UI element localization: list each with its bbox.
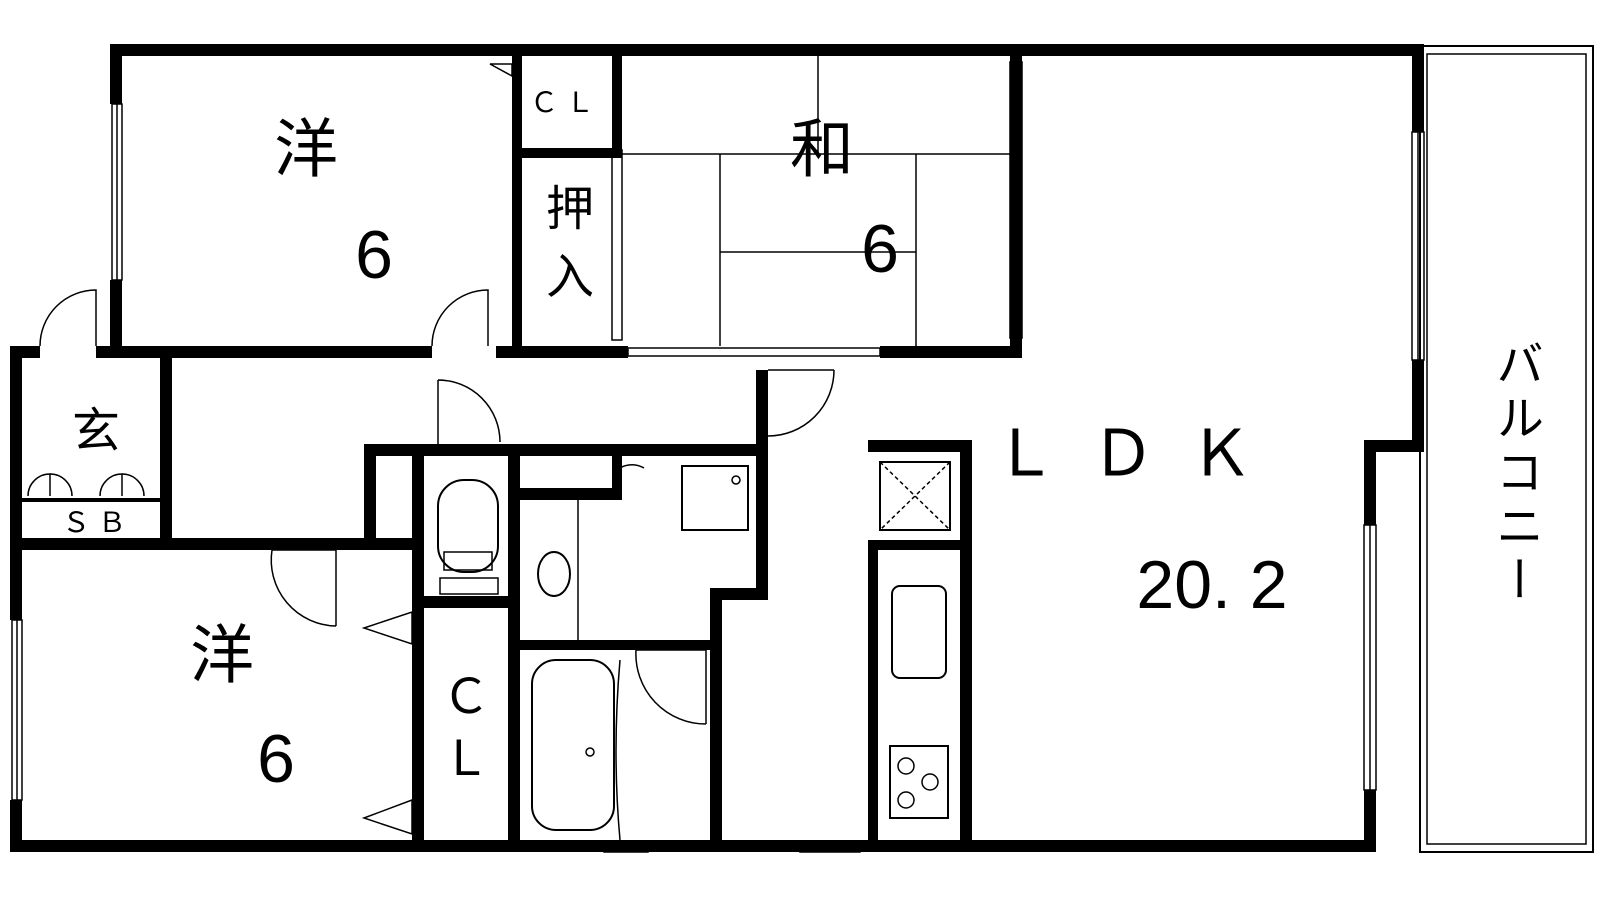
ldk-label: ＬＤＫ: [993, 418, 1287, 492]
shoe-box-label: ＳＢ: [62, 506, 134, 539]
ldk-size: 20. 2: [1136, 547, 1287, 623]
refrigerator: [879, 461, 951, 531]
closet-bottom-label-line1: Ｃ: [442, 669, 490, 725]
doors: [39, 63, 835, 836]
toilet: [437, 479, 499, 595]
west-room-bottom-size: 6: [257, 721, 295, 797]
washbasin: [537, 500, 579, 640]
closet-top-label: ＣＬ: [530, 86, 602, 119]
balcony-label: バルコニー: [1487, 339, 1543, 609]
west-room-top-size: 6: [355, 217, 393, 293]
washing-machine-pan: [681, 465, 749, 531]
shoe-box-doors: [27, 473, 145, 497]
entrance-label: 玄: [72, 403, 120, 459]
oshiire-label-line1: 押: [546, 181, 594, 237]
cooktop: [889, 745, 949, 819]
bathtub: [531, 659, 621, 841]
west-room-top-label: 洋: [274, 114, 338, 188]
windows: [11, 61, 1425, 853]
interior-walls: [10, 44, 1022, 852]
tatami-lines: [622, 56, 1010, 346]
west-room-bottom-label: 洋: [190, 620, 254, 694]
kitchen-sink: [891, 585, 947, 679]
japanese-room-size: 6: [861, 211, 899, 287]
oshiire-label-line2: 入: [546, 249, 594, 305]
closet-bottom-label-line2: Ｌ: [442, 731, 490, 787]
japanese-room-label: 和: [790, 114, 854, 188]
